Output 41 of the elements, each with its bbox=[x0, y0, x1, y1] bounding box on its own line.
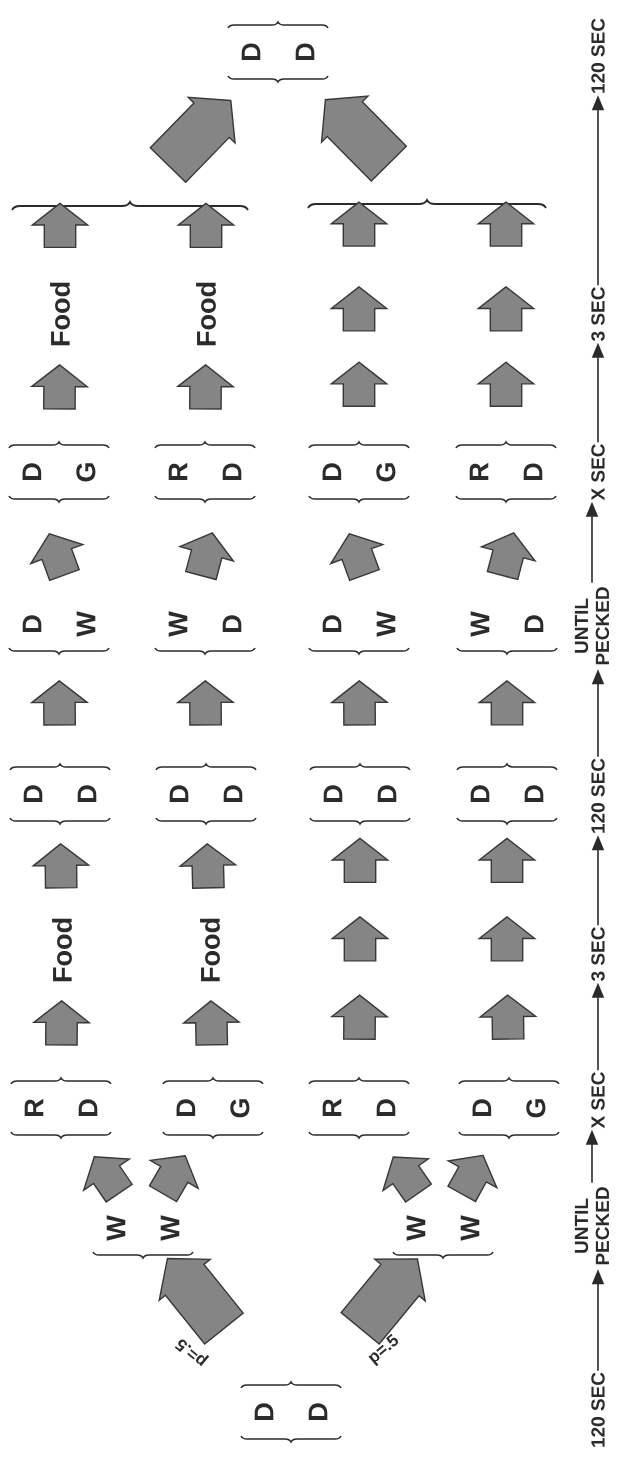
stimulus-display: R D bbox=[308, 1077, 410, 1139]
edge-label: p=.5 bbox=[174, 1339, 210, 1367]
stimulus-display: D G bbox=[8, 441, 110, 503]
stimulus-display: D D bbox=[155, 763, 257, 825]
timeline-label: UNTIL PECKED bbox=[574, 1187, 610, 1265]
curly-brace bbox=[307, 199, 547, 209]
stimulus-display: D W bbox=[8, 611, 110, 655]
stimulus-display: D D bbox=[227, 21, 329, 83]
timeline-label: X SEC bbox=[591, 1072, 605, 1129]
outcome-label: Food bbox=[52, 918, 72, 982]
stimulus-display: D G bbox=[308, 441, 410, 503]
stimulus-display: D W bbox=[308, 611, 410, 655]
stimulus-display: W W bbox=[92, 1215, 194, 1259]
stimulus-display: R D bbox=[455, 441, 557, 503]
big-block-arrow bbox=[149, 96, 236, 184]
outcome-label: Food bbox=[196, 282, 216, 346]
stimulus-display: D D bbox=[456, 763, 558, 825]
stimulus-display: W W bbox=[392, 1215, 494, 1259]
timeline-label: 3 SEC bbox=[591, 287, 605, 341]
stimulus-display: W D bbox=[154, 611, 256, 655]
stimulus-display: R D bbox=[10, 1077, 112, 1139]
stimulus-display: D G bbox=[162, 1077, 264, 1139]
curly-brace bbox=[11, 201, 249, 211]
block-arrow bbox=[381, 1156, 433, 1203]
outcome-label: Food bbox=[200, 918, 220, 982]
stimulus-display: D D bbox=[9, 763, 111, 825]
timeline-label: 120 SEC bbox=[591, 1372, 605, 1447]
big-block-arrow bbox=[320, 95, 408, 182]
timeline-label: UNTIL PECKED bbox=[574, 587, 610, 665]
block-arrow bbox=[82, 1156, 134, 1203]
big-block-arrow bbox=[158, 1257, 245, 1346]
stimulus-display: D D bbox=[240, 1381, 342, 1443]
stimulus-display: D G bbox=[458, 1077, 560, 1139]
timeline-label: 120 SEC bbox=[591, 18, 605, 93]
timeline-label: 120 SEC bbox=[591, 758, 605, 833]
outcome-label: Food bbox=[50, 282, 70, 346]
timeline-label: 3 SEC bbox=[591, 927, 605, 981]
stimulus-display: R D bbox=[154, 441, 256, 503]
stimulus-display: W D bbox=[456, 611, 558, 655]
stimulus-display: D D bbox=[309, 763, 411, 825]
timeline-label: X SEC bbox=[591, 444, 605, 501]
